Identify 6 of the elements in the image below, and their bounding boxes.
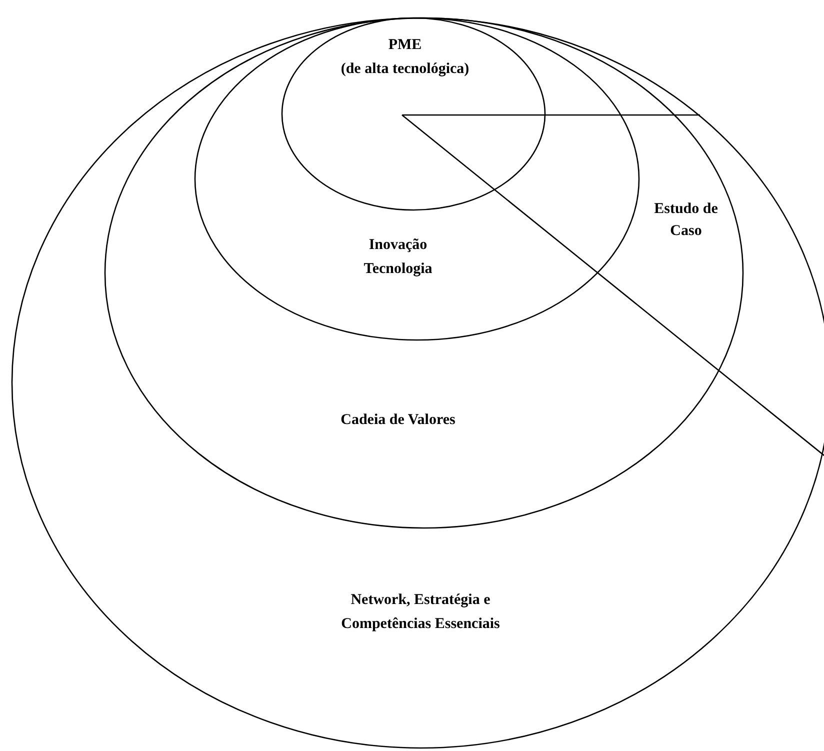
ellipse-label: Inovação Tecnologia <box>362 236 434 279</box>
ellipse-label: Network, Estratégia e Competências Essenciais <box>340 591 501 634</box>
sector-label: Estudo de Caso <box>653 200 719 241</box>
ellipse-label: PME <box>387 36 423 55</box>
ellipse-label: (de alta tecnológica) <box>340 60 470 79</box>
ellipse-label: Cadeia de Valores <box>340 411 456 430</box>
